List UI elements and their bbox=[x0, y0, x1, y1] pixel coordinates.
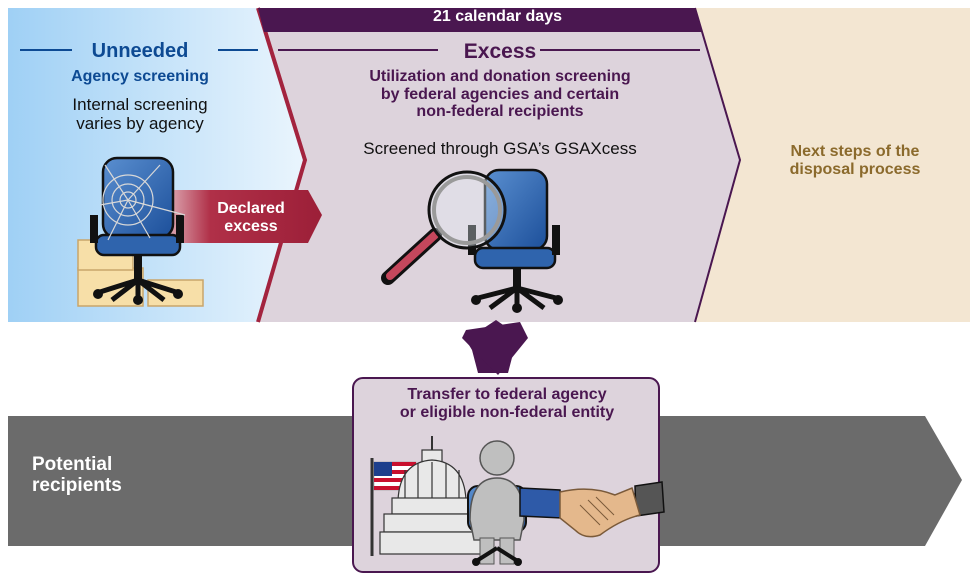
spider-web-icon bbox=[99, 164, 186, 241]
declared-excess-arrow bbox=[150, 190, 322, 243]
utilization-line3: non-federal recipients bbox=[416, 103, 584, 121]
agency-screening-label: Agency screening bbox=[71, 68, 209, 85]
excess-region bbox=[258, 8, 740, 322]
next-steps-line1: Next steps of the bbox=[790, 143, 920, 160]
excess-title: Excess bbox=[463, 40, 537, 63]
transfer-line1: Transfer to federal agency bbox=[407, 386, 607, 403]
unneeded-right-border bbox=[256, 7, 308, 323]
capitol-dome-icon bbox=[379, 436, 485, 555]
next-steps-label: Next steps of the disposal process bbox=[745, 143, 965, 178]
utilization-screening-text: Utilization and donation screening by fe… bbox=[300, 68, 700, 121]
recipients-line2: recipients bbox=[32, 474, 122, 496]
utilization-line2: by federal agencies and certain bbox=[380, 85, 620, 103]
recipients-line1: Potential bbox=[32, 454, 113, 475]
duration-label: 21 calendar days bbox=[433, 8, 562, 25]
next-steps-line2: disposal process bbox=[789, 160, 921, 178]
internal-screening-line1: Internal screening bbox=[72, 95, 208, 114]
potential-recipients-label: Potential recipients bbox=[32, 454, 232, 497]
next-steps-region bbox=[690, 8, 970, 322]
handshake-icon bbox=[519, 481, 665, 538]
excess-right-border bbox=[694, 7, 742, 323]
transfer-line2: or eligible non-federal entity bbox=[399, 403, 615, 421]
office-chair-icon bbox=[90, 156, 184, 305]
declared-line2: excess bbox=[224, 217, 278, 235]
declared-line1: Declared bbox=[217, 200, 285, 217]
utilization-line1: Utilization and donation screening bbox=[369, 68, 631, 85]
unneeded-title: Unneeded bbox=[91, 40, 189, 62]
declared-excess-label: Declared excess bbox=[196, 200, 306, 235]
magnifying-glass-icon bbox=[381, 170, 507, 285]
internal-screening-text: Internal screening varies by agency bbox=[30, 95, 250, 133]
internal-screening-line2: varies by agency bbox=[76, 113, 204, 133]
duration-bar bbox=[258, 8, 702, 32]
gsaxcess-text: Screened through GSA’s GSAXcess bbox=[363, 139, 637, 158]
person-icon bbox=[467, 440, 527, 566]
transfer-label: Transfer to federal agency or eligible n… bbox=[355, 386, 659, 421]
down-arrow-shaft bbox=[462, 322, 528, 375]
